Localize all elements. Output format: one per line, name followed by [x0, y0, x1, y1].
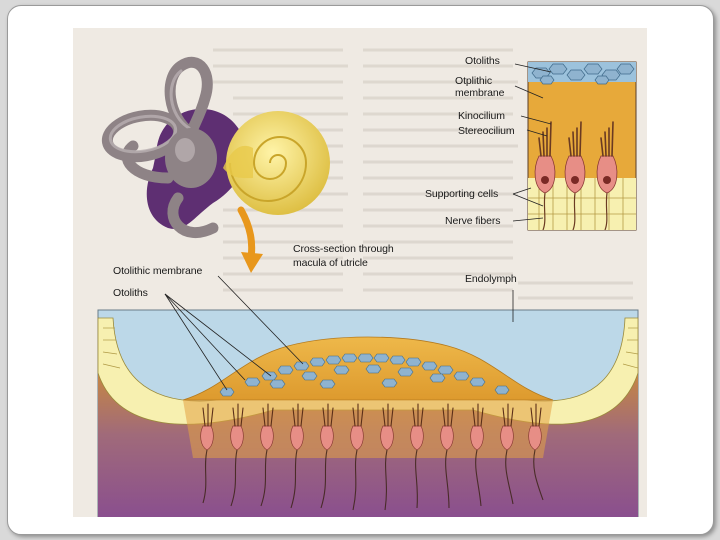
label-otolithic-membrane-main: Otolithic membrane: [113, 265, 203, 277]
label-cross-section-line2: macula of utricle: [293, 257, 368, 269]
hair-cells: [200, 425, 542, 451]
illustration: [97, 48, 639, 517]
label-otoliths-inset: Otoliths: [465, 55, 500, 67]
leader-lines: [164, 63, 552, 391]
label-kinocilium: Kinocilium: [458, 110, 505, 122]
label-stereocilium: Stereocilium: [458, 125, 515, 137]
orange-curved-arrow-icon: [237, 206, 263, 273]
label-supporting-cells: Supporting cells: [425, 188, 499, 200]
label-otoliths-main: Otoliths: [113, 287, 148, 299]
macula-inset-panel: [527, 61, 637, 231]
inner-ear-illustration: [101, 56, 330, 239]
label-otolithic-membrane-inset-line2: membrane: [455, 87, 505, 99]
label-cross-section-line1: Cross-section through: [293, 243, 394, 255]
macula-cross-section: [97, 309, 639, 517]
label-otolithic-membrane-inset-line1: Otplithic: [455, 75, 493, 87]
label-endolymph: Endolymph: [465, 273, 517, 285]
otolith-crystals: [219, 353, 510, 397]
nerve-fibers: [202, 449, 544, 511]
label-nerve-fibers: Nerve fibers: [445, 215, 501, 227]
figure: Otoliths Otplithic membrane Kinocilium S…: [73, 28, 647, 517]
slide: Otoliths Otplithic membrane Kinocilium S…: [7, 5, 714, 535]
